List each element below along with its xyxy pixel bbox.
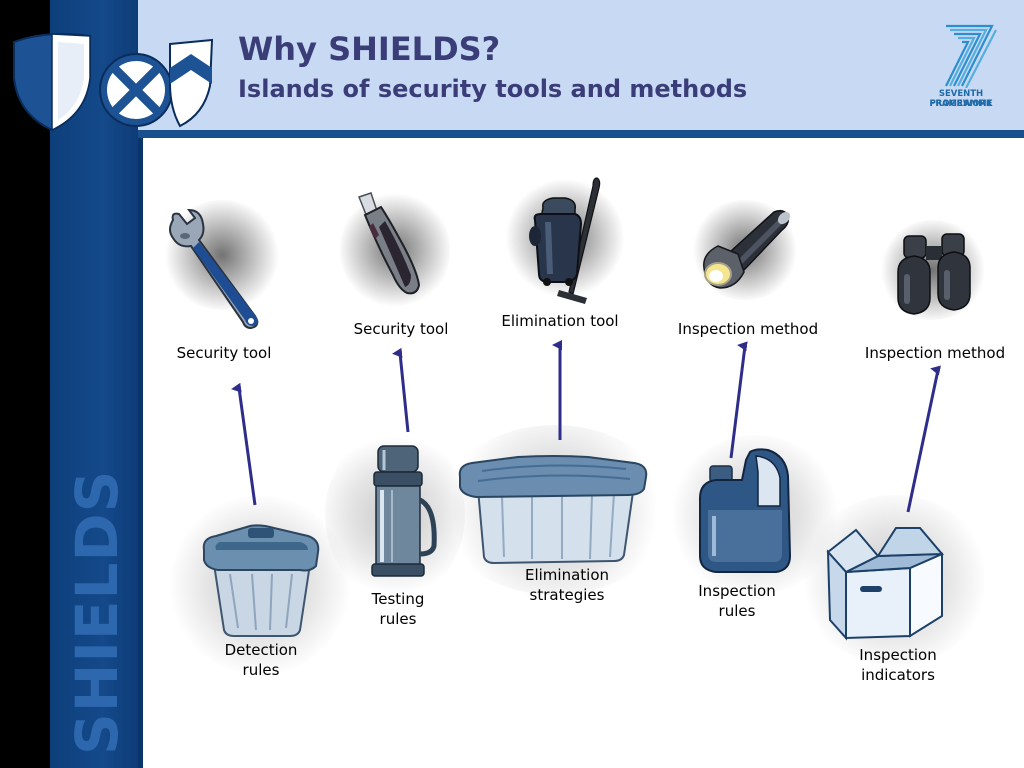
source-label-4-line1: Inspection bbox=[698, 582, 776, 600]
sidebar-edge bbox=[138, 130, 143, 768]
source-label-5: Inspection indicators bbox=[859, 645, 936, 685]
utility-knife-icon bbox=[358, 192, 421, 295]
vacuum-cleaner-icon bbox=[529, 177, 601, 304]
wrench-icon bbox=[169, 208, 259, 330]
binoculars-icon bbox=[897, 233, 971, 315]
tool-label-4: Inspection method bbox=[677, 320, 819, 338]
thermos-icon bbox=[371, 445, 437, 577]
arrow-1 bbox=[231, 382, 257, 506]
shields-logo-icon bbox=[13, 33, 214, 132]
source-label-4: Inspection rules bbox=[698, 581, 775, 621]
storage-chest-icon bbox=[458, 455, 648, 565]
open-box-icon bbox=[826, 527, 945, 641]
page-title: Why SHIELDS? bbox=[238, 30, 501, 68]
arrow-5 bbox=[906, 365, 941, 513]
fp7-seven-icon bbox=[945, 24, 997, 88]
tool-label-3: Elimination tool bbox=[501, 312, 619, 330]
fp7-line1: SEVENTH FRAMEWORK bbox=[929, 89, 993, 109]
source-label-3-line1: Elimination bbox=[524, 566, 610, 584]
tool-label-2: Security tool bbox=[353, 320, 449, 338]
page-subtitle: Islands of security tools and methods bbox=[238, 75, 748, 103]
source-label-2: Testing rules bbox=[372, 589, 425, 629]
source-label-1: Detection rules bbox=[225, 640, 298, 680]
source-label-1-line1: Detection bbox=[224, 641, 298, 659]
arrow-2 bbox=[392, 347, 410, 433]
source-label-2-line2: rules bbox=[379, 610, 417, 628]
storage-bin-icon bbox=[202, 524, 320, 637]
source-label-5-line2: indicators bbox=[861, 666, 935, 684]
header-underline bbox=[138, 130, 1024, 138]
tool-label-5: Inspection method bbox=[864, 344, 1006, 362]
source-label-3: Elimination strategies bbox=[525, 565, 609, 605]
left-blue-sidebar bbox=[50, 0, 138, 768]
source-label-3-line2: strategies bbox=[529, 586, 605, 604]
source-label-5-line1: Inspection bbox=[859, 646, 937, 664]
source-label-4-line2: rules bbox=[718, 602, 756, 620]
arrow-4 bbox=[729, 341, 748, 459]
flashlight-icon bbox=[703, 209, 791, 289]
source-label-2-line1: Testing bbox=[371, 590, 425, 608]
left-black-strip bbox=[0, 0, 50, 768]
header-band bbox=[138, 0, 1024, 130]
source-label-1-line2: rules bbox=[242, 661, 280, 679]
jug-icon bbox=[699, 448, 792, 573]
fp7-line2: PROGRAMME bbox=[929, 99, 993, 109]
fp7-logo: SEVENTH FRAMEWORK PROGRAMME bbox=[906, 22, 1016, 110]
tool-label-1: Security tool bbox=[176, 344, 272, 362]
